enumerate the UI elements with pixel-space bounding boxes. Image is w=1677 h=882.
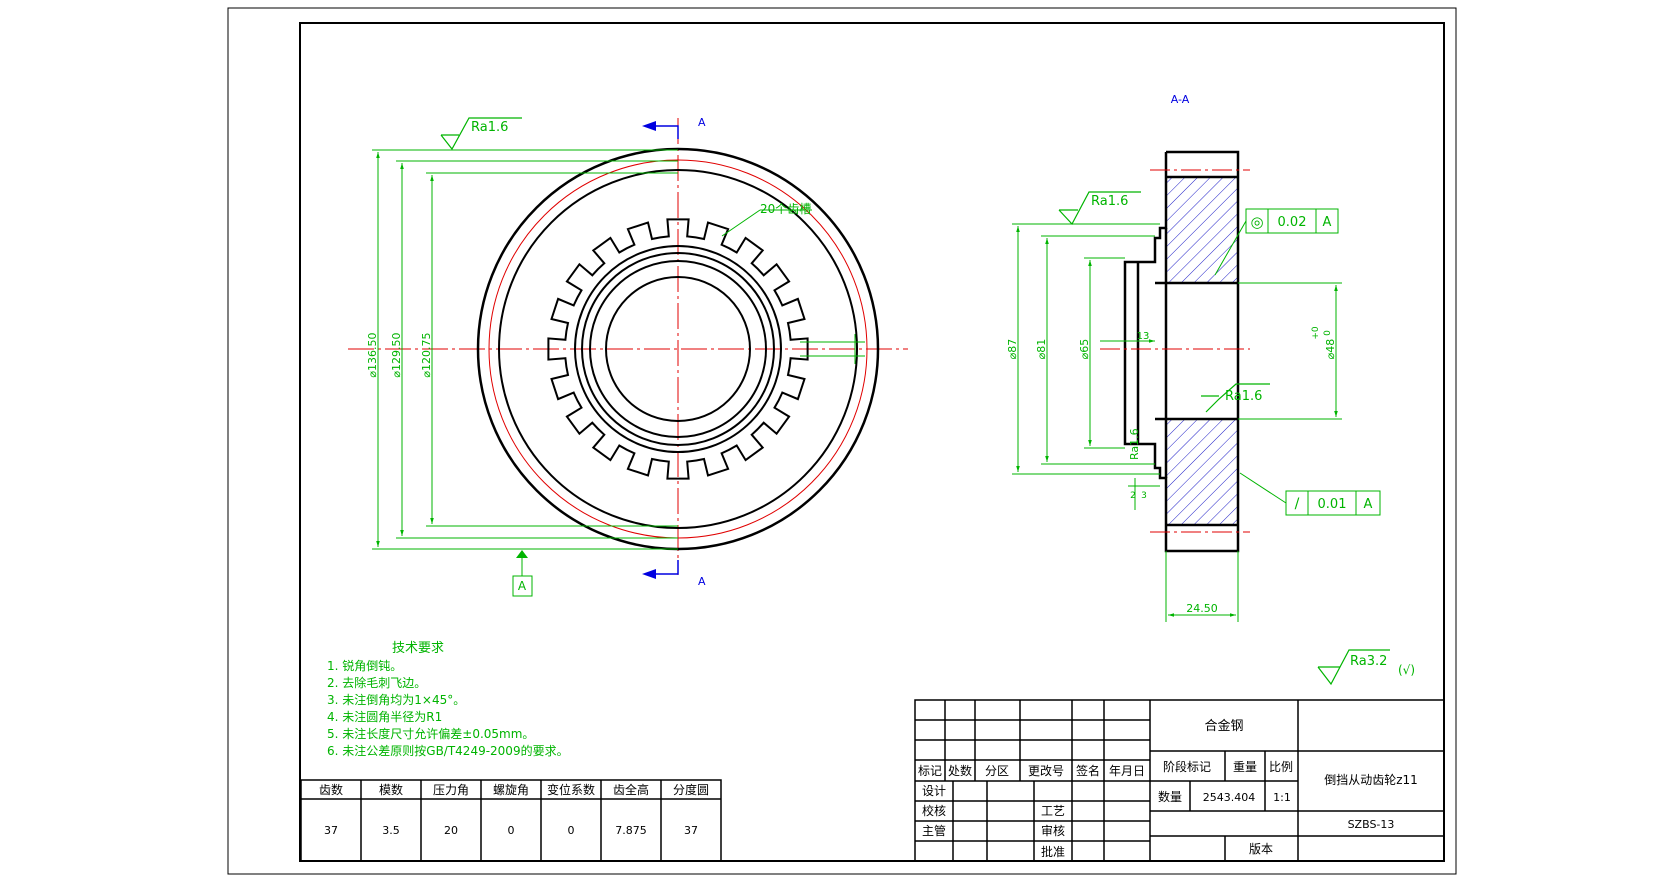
- role-mid: 审核: [1041, 823, 1065, 838]
- gear-table: 齿数 模数 压力角 螺旋角 变位系数 齿全高 分度圆 37 3.5 20 0 0…: [300, 779, 722, 862]
- gear-value: 37: [684, 824, 698, 837]
- roughness-top: Ra1.6: [1091, 194, 1128, 209]
- rev-header: 处数: [948, 763, 972, 778]
- tol2-value: 0.01: [1318, 497, 1347, 512]
- bore-tol-lower: 0: [1323, 330, 1333, 336]
- gear-value: 37: [324, 824, 338, 837]
- quantity-label: 数量: [1158, 789, 1182, 804]
- outer-frame: [227, 7, 1457, 875]
- dim-d65: ⌀65: [1078, 339, 1091, 360]
- rev-header: 年月日: [1109, 764, 1145, 778]
- tech-item: 4. 未注圆角半径为R1: [327, 709, 442, 724]
- gear-header: 压力角: [433, 783, 469, 797]
- front-view: ⌀136.50 ⌀129.50 ⌀120.75 Ra1.6 20个齿槽 A A …: [348, 116, 908, 597]
- dim-d129: ⌀129.50: [390, 332, 403, 377]
- section-arrow-top: A: [698, 116, 706, 129]
- dim-small-3: 3: [1141, 491, 1147, 501]
- dim-d136: ⌀136.50: [366, 332, 379, 377]
- inner-frame: [299, 22, 1445, 862]
- dim-d120: ⌀120.75: [420, 332, 433, 377]
- tech-title: 技术要求: [392, 641, 444, 656]
- tol1-datum: A: [1323, 215, 1332, 230]
- roughness-mid: Ra1.6: [1225, 389, 1262, 404]
- section-label: A-A: [1171, 93, 1190, 106]
- gear-header: 分度圆: [673, 782, 709, 797]
- gear-header: 模数: [379, 782, 403, 797]
- roughness-low: Ra1.6: [1128, 428, 1141, 460]
- rev-header: 标记: [918, 764, 942, 778]
- role-mid: 工艺: [1041, 804, 1065, 818]
- rev-header: 签名: [1076, 763, 1100, 778]
- general-roughness-suffix: (√): [1398, 663, 1415, 677]
- scale-label: 比例: [1269, 760, 1293, 774]
- datum-a-front: A: [518, 579, 527, 593]
- tech-item: 1. 锐角倒钝。: [327, 659, 402, 673]
- title-block: 合金钢 标记 处数 分区 更改号 签名 年月日 设计 校核 主管 工艺 审核 批…: [914, 699, 1445, 862]
- weight-label: 重量: [1233, 760, 1257, 774]
- gear-value: 7.875: [615, 824, 647, 837]
- tech-requirements: 技术要求 1. 锐角倒钝。 2. 去除毛刺飞边。 3. 未注倒角均为1×45°。…: [327, 641, 569, 758]
- tol2-datum: A: [1364, 497, 1373, 512]
- role-left: 校核: [922, 803, 946, 818]
- gear-header: 齿数: [319, 782, 343, 797]
- role-left: 设计: [922, 784, 946, 798]
- dim-d87: ⌀87: [1006, 339, 1019, 360]
- tol2-symbol: /: [1295, 496, 1300, 512]
- tech-item: 2. 去除毛刺飞边。: [327, 675, 426, 690]
- tol1-symbol: ◎: [1250, 213, 1263, 231]
- tech-item: 6. 未注公差原则按GB/T4249-2009的要求。: [327, 743, 569, 758]
- gear-value: 0: [508, 824, 515, 837]
- role-mid: 批准: [1041, 844, 1065, 859]
- general-roughness: Ra3.2: [1350, 654, 1387, 669]
- section-view: A-A: [1006, 93, 1381, 622]
- drawing-number: SZBS-13: [1348, 818, 1395, 831]
- general-roughness-symbol: [1317, 649, 1390, 686]
- gear-header: 齿全高: [613, 782, 649, 797]
- internal-spline: [547, 218, 809, 480]
- gear-value: 0: [568, 824, 575, 837]
- roughness-front: Ra1.6: [471, 120, 508, 135]
- gear-header: 变位系数: [547, 782, 595, 797]
- stage-label: 阶段标记: [1163, 759, 1211, 774]
- tech-item: 5. 未注长度尺寸允许偏差±0.05mm。: [327, 726, 534, 741]
- roughness-symbol: [440, 117, 522, 151]
- dim-d48: ⌀48: [1324, 339, 1337, 360]
- gear-header: 螺旋角: [493, 783, 529, 797]
- scale-value: 1:1: [1273, 791, 1291, 804]
- tooth-note: 20个齿槽: [760, 202, 811, 216]
- dim-hub-depth: 13: [1137, 331, 1150, 342]
- section-arrow-bottom: A: [698, 575, 706, 588]
- bore-tol-upper: +0: [1311, 326, 1321, 340]
- version-label: 版本: [1249, 842, 1273, 856]
- rev-header: 分区: [985, 764, 1009, 778]
- part-name: 倒挡从动齿轮z11: [1324, 773, 1418, 787]
- material: 合金钢: [1204, 718, 1243, 734]
- tol1-value: 0.02: [1278, 215, 1307, 230]
- gear-value: 20: [444, 824, 458, 837]
- gear-value: 3.5: [382, 824, 400, 837]
- dim-d81: ⌀81: [1035, 339, 1048, 360]
- dim-small-2: 2: [1130, 491, 1136, 501]
- weight-value: 2543.404: [1203, 791, 1256, 804]
- rev-header: 更改号: [1028, 764, 1064, 778]
- role-left: 主管: [922, 823, 946, 838]
- dim-width: 24.50: [1186, 602, 1218, 615]
- tech-item: 3. 未注倒角均为1×45°。: [327, 692, 465, 707]
